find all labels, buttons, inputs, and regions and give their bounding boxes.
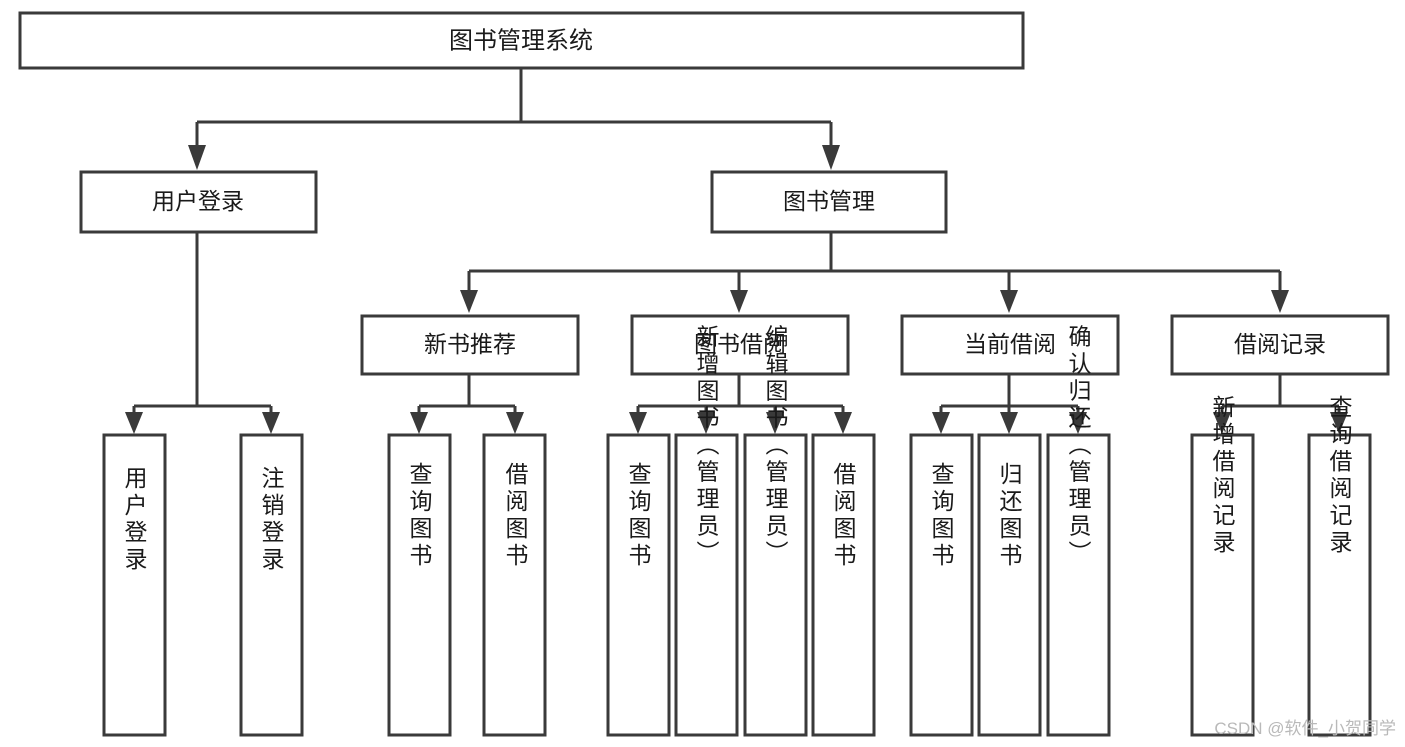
node-user-login[interactable]: 用户登录 — [79, 170, 318, 234]
csdn-watermark: CSDN @软件_小贺同学 — [1214, 719, 1396, 738]
leaf-current-borrow-1-box[interactable] — [977, 433, 1042, 737]
leaf-book-borrow-0-label: 查询图书 — [625, 462, 652, 570]
leaf-current-borrow-0-box[interactable] — [909, 433, 974, 737]
connector-borrowrecord-to-leaves — [1213, 374, 1348, 434]
node-user-login-box[interactable] — [79, 170, 318, 234]
arrow-to-book-manage — [822, 145, 840, 170]
leaf-new-book-0[interactable]: 查询图书 — [387, 433, 452, 737]
leaf-new-book-0-label: 查询图书 — [406, 462, 433, 570]
arrow-userlogin-leaf-1 — [262, 412, 280, 434]
arrow-currentborrow-leaf-2 — [1069, 412, 1087, 434]
leaf-book-borrow-1-box[interactable] — [674, 433, 739, 737]
leaf-user-login-0[interactable]: 用户登录 — [102, 433, 167, 737]
arrow-borrowrecord-leaf-1 — [1330, 412, 1348, 434]
arrow-userlogin-leaf-0 — [125, 412, 143, 434]
leaf-current-borrow-0[interactable]: 查询图书 — [909, 433, 974, 737]
arrow-to-user-login — [188, 145, 206, 170]
leaf-book-borrow-3-label: 借阅图书 — [830, 462, 857, 570]
leaf-book-borrow-2-label: 编辑图书（管理员） — [762, 325, 789, 568]
arrow-to-borrow-record — [1271, 290, 1289, 313]
leaf-user-login-0-label: 用户登录 — [121, 466, 148, 574]
node-user-login-label: 用户登录 — [152, 188, 244, 214]
node-current-borrow-box[interactable] — [900, 314, 1120, 376]
leaf-current-borrow-2[interactable]: 确认归还（管理员） — [1046, 325, 1111, 737]
leaf-book-borrow-0[interactable]: 查询图书 — [606, 433, 671, 737]
leaf-user-login-0-box[interactable] — [102, 433, 167, 737]
leaf-borrow-record-1-box[interactable] — [1307, 433, 1372, 737]
connector-currentborrow-to-leaves — [932, 374, 1087, 434]
leaf-current-borrow-2-label: 确认归还（管理员） — [1065, 325, 1092, 568]
node-root[interactable]: 图书管理系统 — [18, 11, 1025, 70]
arrow-to-new-book — [460, 290, 478, 313]
node-root-box[interactable] — [18, 11, 1025, 70]
leaf-borrow-record-0[interactable]: 新增借阅记录 — [1190, 395, 1255, 737]
node-borrow-record-box[interactable] — [1170, 314, 1390, 376]
arrow-bookborrow-leaf-0 — [629, 412, 647, 434]
node-book-manage[interactable]: 图书管理 — [710, 170, 948, 234]
arrow-bookborrow-leaf-1 — [697, 412, 715, 434]
arrow-currentborrow-leaf-0 — [932, 412, 950, 434]
connector-userlogin-to-leaves — [125, 232, 280, 434]
leaf-new-book-1-label: 借阅图书 — [502, 462, 529, 570]
leaf-book-borrow-3-box[interactable] — [811, 433, 876, 737]
node-new-book-recommend[interactable]: 新书推荐 — [360, 314, 580, 376]
node-new-book-recommend-label: 新书推荐 — [424, 331, 516, 357]
leaf-current-borrow-2-box[interactable] — [1046, 433, 1111, 737]
arrow-currentborrow-leaf-1 — [1000, 412, 1018, 434]
arrow-newbook-leaf-1 — [506, 412, 524, 434]
connector-newbook-to-leaves — [410, 374, 524, 434]
leaf-new-book-1-box[interactable] — [482, 433, 547, 737]
arrow-borrowrecord-leaf-0 — [1213, 412, 1231, 434]
leaf-current-borrow-0-label: 查询图书 — [928, 462, 955, 570]
node-book-borrow-box[interactable] — [630, 314, 850, 376]
connector-bookmanage-to-level3 — [460, 232, 1289, 313]
node-new-book-recommend-box[interactable] — [360, 314, 580, 376]
leaf-user-login-1-label: 注销登录 — [258, 466, 285, 574]
arrow-newbook-leaf-0 — [410, 412, 428, 434]
node-borrow-record[interactable]: 借阅记录 — [1170, 314, 1390, 376]
leaf-new-book-1[interactable]: 借阅图书 — [482, 433, 547, 737]
node-current-borrow-label: 当前借阅 — [964, 331, 1056, 357]
connector-root-to-level2 — [188, 68, 840, 170]
connector-bookborrow-to-leaves — [629, 374, 852, 434]
leaf-book-borrow-3[interactable]: 借阅图书 — [811, 433, 876, 737]
leaf-current-borrow-1-label: 归还图书 — [996, 462, 1023, 570]
arrow-bookborrow-leaf-2 — [766, 412, 784, 434]
leaf-book-borrow-1[interactable]: 新增图书（管理员） — [674, 325, 739, 737]
leaf-book-borrow-2[interactable]: 编辑图书（管理员） — [743, 325, 808, 737]
node-borrow-record-label: 借阅记录 — [1234, 331, 1326, 357]
leaf-borrow-record-0-label: 新增借阅记录 — [1209, 395, 1236, 557]
leaf-book-borrow-0-box[interactable] — [606, 433, 671, 737]
node-book-manage-box[interactable] — [710, 170, 948, 234]
node-root-label: 图书管理系统 — [449, 27, 593, 54]
leaf-borrow-record-0-box[interactable] — [1190, 433, 1255, 737]
arrow-to-book-borrow — [730, 290, 748, 313]
leaf-user-login-1-box[interactable] — [239, 433, 304, 737]
leaf-current-borrow-1[interactable]: 归还图书 — [977, 433, 1042, 737]
leaf-book-borrow-2-box[interactable] — [743, 433, 808, 737]
node-book-manage-label: 图书管理 — [783, 188, 875, 214]
node-current-borrow[interactable]: 当前借阅 — [900, 314, 1120, 376]
leaf-book-borrow-1-label: 新增图书（管理员） — [693, 325, 720, 568]
arrow-bookborrow-leaf-3 — [834, 412, 852, 434]
leaf-borrow-record-1[interactable]: 查询借阅记录 — [1307, 395, 1372, 737]
leaf-user-login-1[interactable]: 注销登录 — [239, 433, 304, 737]
arrow-to-current-borrow — [1000, 290, 1018, 313]
node-book-borrow-label: 图书借阅 — [694, 331, 786, 357]
leaf-borrow-record-1-label: 查询借阅记录 — [1326, 395, 1353, 557]
node-book-borrow[interactable]: 图书借阅 — [630, 314, 850, 376]
leaf-new-book-0-box[interactable] — [387, 433, 452, 737]
